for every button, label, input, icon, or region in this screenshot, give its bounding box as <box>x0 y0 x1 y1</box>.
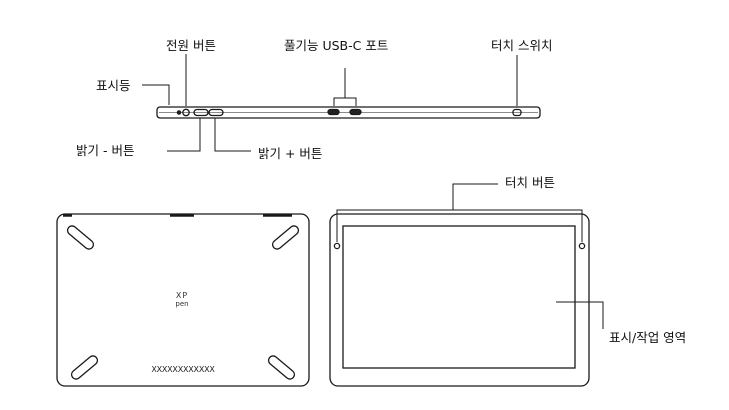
back-view <box>56 213 310 387</box>
side-leaders <box>142 54 518 152</box>
usb-c-port-label: 풀기능 USB-C 포트 <box>284 38 389 53</box>
front-view <box>329 213 590 387</box>
brightness-plus-leader <box>214 118 251 152</box>
device-edge <box>156 106 541 119</box>
side-view <box>156 106 541 119</box>
vent-grille: XXXXXXXXXXXX <box>151 365 215 374</box>
back-body <box>56 213 310 387</box>
touch-button-stem <box>452 183 498 210</box>
front-leaders <box>336 183 604 329</box>
touch-button-bracket <box>336 209 583 242</box>
brightness-plus-label: 밝기 + 버튼 <box>258 146 323 161</box>
brightness-minus-leader <box>167 118 201 152</box>
usb-c-port-1 <box>327 108 340 116</box>
usb-c-port-2 <box>349 108 362 116</box>
front-body <box>329 213 590 387</box>
back-foot-top-right <box>271 225 300 250</box>
logo-pen: pen <box>175 300 188 308</box>
touch-button-right <box>578 242 586 250</box>
brightness-minus-button <box>193 108 209 117</box>
back-foot-bottom-right <box>267 355 296 380</box>
display-area-label: 표시/작업 영역 <box>609 330 687 345</box>
indicator-light <box>176 110 182 115</box>
touch-switch-label: 터치 스위치 <box>491 38 553 53</box>
touch-switch <box>512 108 522 117</box>
brightness-plus-button <box>208 108 224 117</box>
power-button-label: 전원 버튼 <box>166 38 216 53</box>
logo-xp: XP <box>176 291 188 300</box>
display-screen <box>342 225 576 369</box>
touch-button-left <box>333 242 341 250</box>
display-area-leader <box>556 301 604 329</box>
back-foot-top-left <box>66 225 95 250</box>
usb-leader-bracket <box>333 97 357 106</box>
power-button <box>182 108 190 117</box>
touch-button-label: 터치 버튼 <box>505 175 555 190</box>
indicator-label: 표시등 <box>96 78 131 93</box>
brightness-minus-label: 밝기 - 버튼 <box>76 143 135 158</box>
indicator-leader <box>142 84 170 105</box>
back-foot-bottom-left <box>70 355 99 380</box>
